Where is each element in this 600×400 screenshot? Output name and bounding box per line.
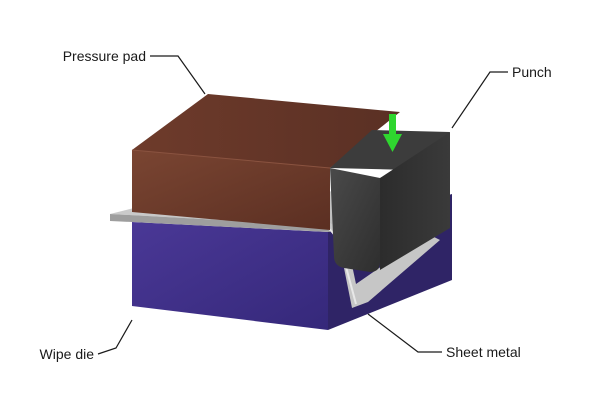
- sheet-metal-front-edge: [110, 214, 330, 232]
- punch-leader: [451, 71, 508, 129]
- pressure-pad-label: Pressure pad: [63, 48, 146, 64]
- punch-label: Punch: [512, 64, 552, 80]
- punch-side-face: [380, 132, 450, 270]
- wipe-die-label: Wipe die: [40, 346, 95, 362]
- pressure-pad-edge: [131, 149, 331, 169]
- pressure-pad-top-face: [132, 94, 400, 168]
- sheet-metal-label: Sheet metal: [446, 344, 521, 360]
- wipe-die-front-face: [132, 222, 328, 330]
- sheet-metal-leader: [367, 313, 442, 353]
- punch: [330, 130, 450, 272]
- pressure-pad-leader: [150, 55, 206, 95]
- arrow-down-icon: [383, 114, 402, 152]
- pressure-pad: [131, 94, 400, 230]
- pressure-pad-front-face: [132, 150, 330, 230]
- punch-front-face: [330, 168, 380, 272]
- wipe-die-leader: [97, 319, 133, 355]
